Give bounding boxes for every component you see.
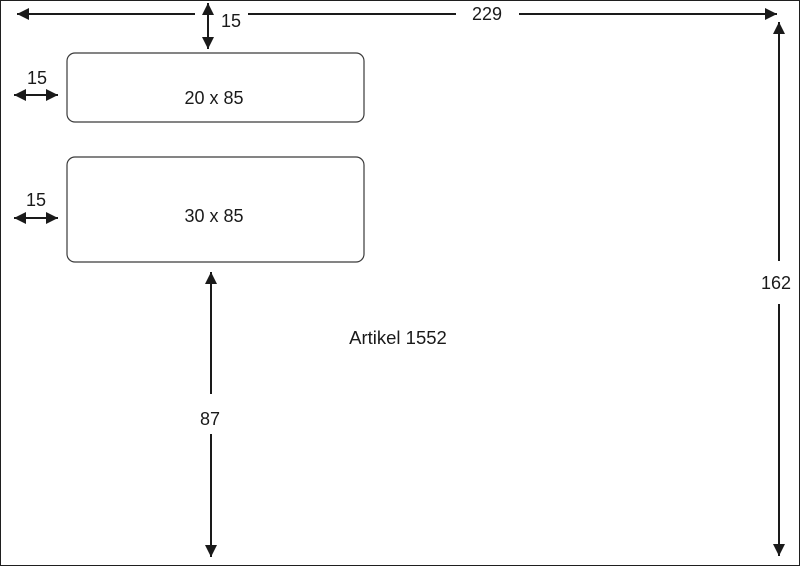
article-number: Artikel 1552 [349, 327, 447, 348]
label-outline-row2 [66, 156, 365, 263]
bottom-gap-value: 87 [200, 409, 220, 429]
label-row2-size: 30 x 85 [184, 206, 243, 226]
left-margin-row2-value: 15 [26, 190, 46, 210]
label-outline-row1 [66, 52, 365, 123]
top-margin-value: 15 [221, 11, 241, 31]
sheet-height-value: 162 [761, 273, 791, 293]
label-row1-size: 20 x 85 [184, 88, 243, 108]
sheet-width-value: 229 [472, 4, 502, 24]
left-margin-row1-value: 15 [27, 68, 47, 88]
